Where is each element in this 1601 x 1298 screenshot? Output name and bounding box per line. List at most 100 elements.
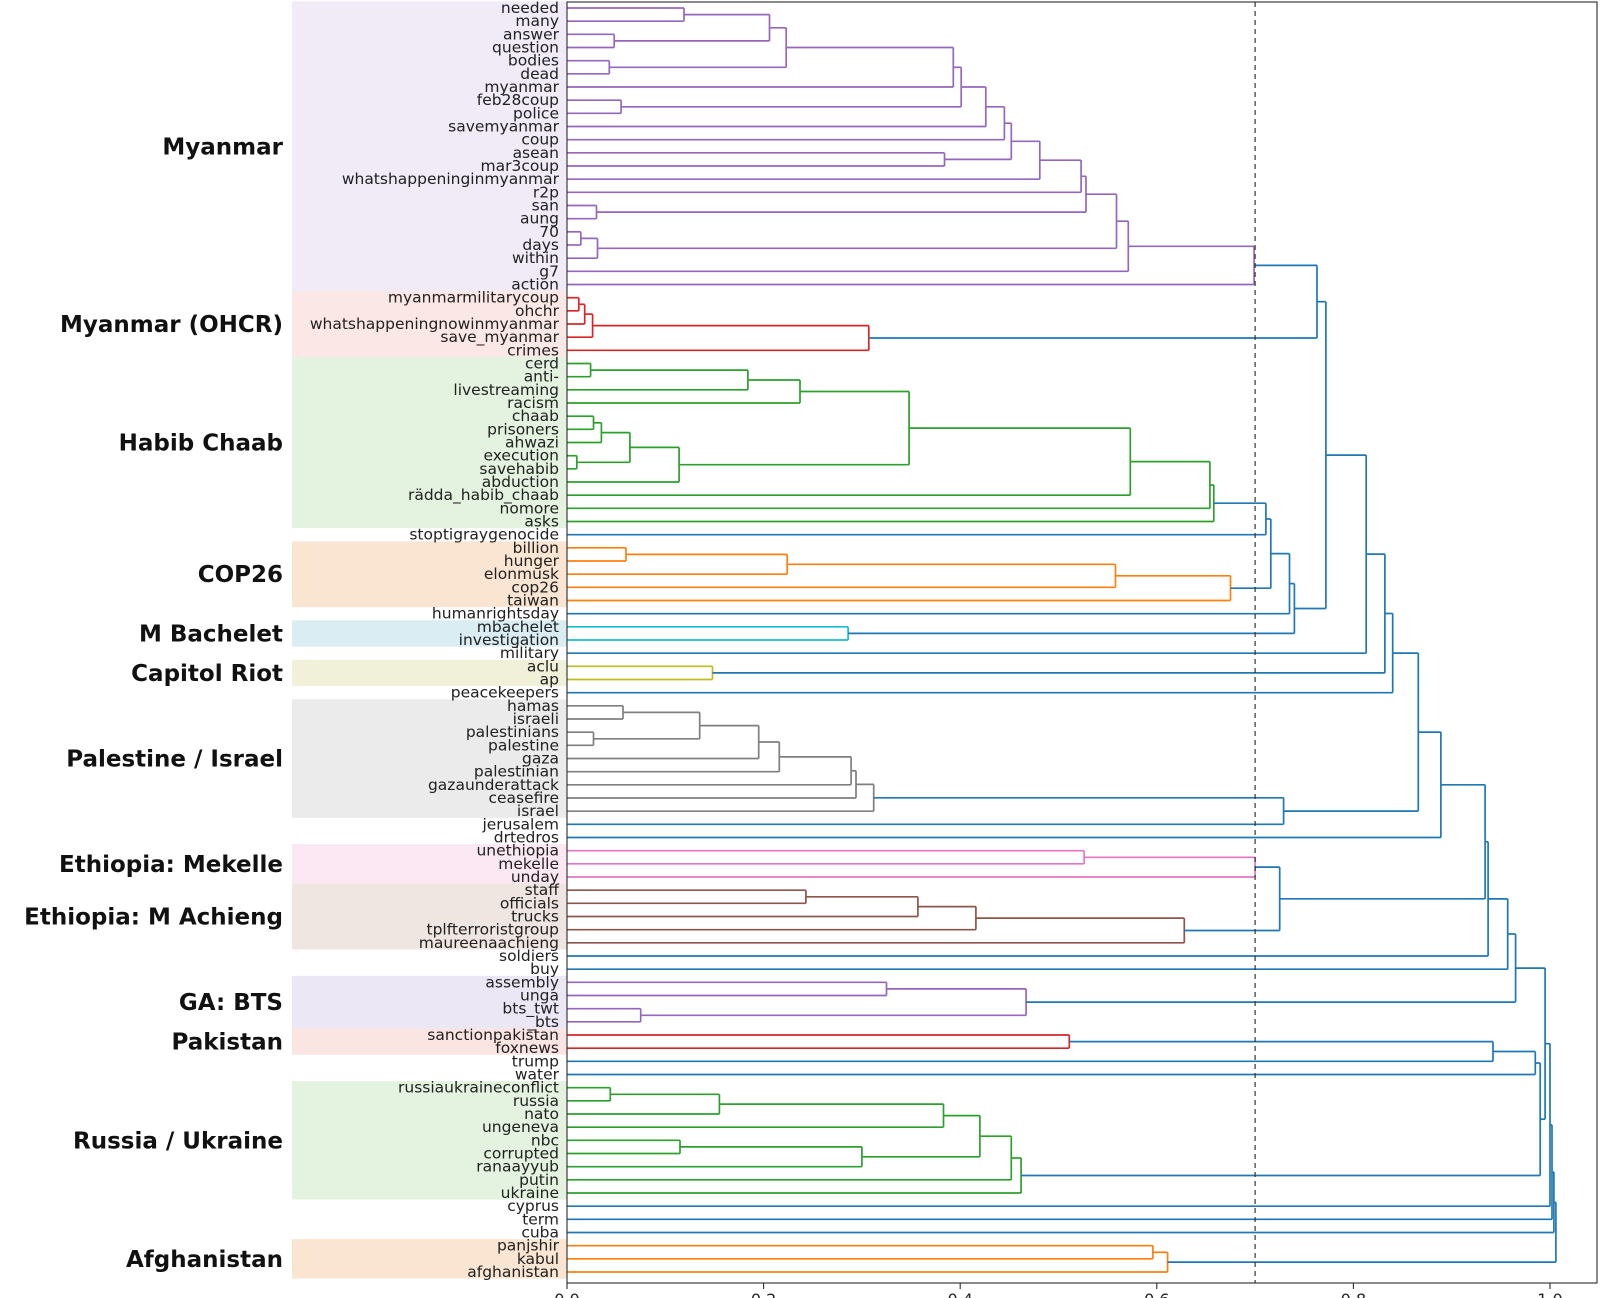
- leaf-label: cuba: [521, 1224, 559, 1242]
- leaf-label: officials: [500, 894, 559, 912]
- leaf-label: nbc: [531, 1131, 559, 1149]
- leaf-label: asks: [524, 513, 559, 531]
- leaf-label: russia: [513, 1092, 559, 1110]
- leaf-label: abduction: [482, 473, 559, 491]
- leaf-label: police: [513, 104, 559, 122]
- leaf-label: panjshir: [497, 1237, 560, 1255]
- leaf-label: ap: [540, 671, 559, 689]
- cluster-band: [292, 356, 567, 529]
- group-label: Myanmar: [162, 134, 283, 160]
- leaf-label: r2p: [533, 183, 559, 201]
- leaf-label: ungeneva: [482, 1118, 559, 1136]
- leaf-label: g7: [539, 262, 559, 280]
- leaf-label: stoptigraygenocide: [409, 526, 559, 544]
- leaf-label: kabul: [517, 1250, 559, 1268]
- leaf-label: unday: [511, 868, 559, 886]
- leaf-label: answer: [503, 25, 560, 43]
- leaf-label: nomore: [500, 499, 559, 517]
- leaf-label: hamas: [507, 697, 559, 715]
- group-label: Ethiopia: Mekelle: [59, 852, 283, 878]
- cluster-band: [292, 541, 567, 608]
- leaf-label: palestinian: [474, 763, 559, 781]
- leaf-label: foxnews: [495, 1039, 559, 1057]
- leaf-label: ahwazi: [505, 434, 559, 452]
- leaf-label: palestinians: [466, 723, 559, 741]
- cluster-band: [292, 844, 567, 884]
- leaf-label: unethiopia: [476, 842, 559, 860]
- leaf-label: trump: [512, 1052, 559, 1070]
- leaf-label: drtedros: [494, 829, 559, 847]
- axis-tick-label: 1.0: [1537, 1290, 1562, 1298]
- leaf-label: question: [492, 39, 559, 57]
- leaf-label: mekelle: [498, 855, 559, 873]
- leaf-label: nato: [524, 1105, 559, 1123]
- leaf-label: tplfterroristgroup: [427, 921, 559, 939]
- leaf-label: maureenaachieng: [419, 934, 559, 952]
- cluster-band: [292, 291, 567, 357]
- leaf-label: whatshappeningnowinmyanmar: [310, 315, 560, 333]
- group-label: Afghanistan: [126, 1247, 283, 1273]
- leaf-label: aung: [520, 210, 559, 228]
- cluster-band: [292, 883, 567, 950]
- leaf-label: term: [522, 1210, 559, 1228]
- leaf-label: peacekeepers: [451, 684, 559, 702]
- leaf-label: savemyanmar: [448, 118, 559, 136]
- leaf-label: crimes: [507, 341, 559, 359]
- leaf-label: coup: [521, 131, 559, 149]
- leaf-label: cop26: [511, 578, 559, 596]
- leaf-label: palestine: [488, 736, 559, 754]
- group-label: Russia / Ukraine: [73, 1128, 283, 1154]
- leaf-label: feb28coup: [477, 91, 559, 109]
- axis-tick-label: 0.4: [947, 1290, 972, 1298]
- leaf-label: whatshappeninginmyanmar: [342, 170, 560, 188]
- leaf-label: save_myanmar: [440, 328, 559, 347]
- leaf-label: water: [515, 1066, 560, 1084]
- cluster-band: [292, 699, 567, 818]
- leaf-label: within: [512, 249, 559, 267]
- group-label: GA: BTS: [179, 990, 283, 1016]
- leaf-label: rädda_habib_chaab: [408, 486, 559, 505]
- leaf-label: israeli: [513, 710, 559, 728]
- leaf-label: mbachelet: [477, 618, 559, 636]
- leaf-label: ceasefire: [489, 789, 560, 807]
- leaf-label: unga: [520, 987, 559, 1005]
- leaf-label: investigation: [459, 631, 559, 649]
- group-label: COP26: [198, 562, 283, 588]
- cluster-band: [292, 659, 567, 687]
- leaf-label: jerusalem: [481, 815, 559, 833]
- leaf-label: sanctionpakistan: [427, 1026, 559, 1044]
- leaf-label: savehabib: [479, 460, 559, 478]
- leaf-label: bts_twt: [502, 1000, 559, 1019]
- leaf-label: _bts: [526, 1013, 559, 1032]
- leaf-label: needed: [501, 0, 559, 17]
- leaf-label: gaza: [522, 750, 559, 768]
- cluster-band: [292, 1239, 567, 1279]
- leaf-label: chaab: [512, 407, 559, 425]
- leaf-labels-layer: neededmanyanswerquestionbodiesdeadmyanma…: [310, 0, 560, 1281]
- leaf-label: san: [532, 197, 559, 215]
- leaf-label: soldiers: [499, 947, 559, 965]
- leaf-label: ohchr: [515, 302, 560, 320]
- leaf-label: afghanistan: [467, 1263, 559, 1281]
- leaf-label: days: [522, 236, 559, 254]
- leaf-label: putin: [519, 1171, 559, 1189]
- leaf-label: mar3coup: [481, 157, 560, 175]
- leaf-label: anti-: [524, 368, 559, 386]
- group-label: Ethiopia: M Achieng: [24, 905, 283, 931]
- leaf-label: ranaayyub: [476, 1158, 559, 1176]
- dendrogram-links-layer: [567, 7, 1557, 1273]
- leaf-label: execution: [483, 447, 559, 465]
- leaf-label: prisoners: [487, 420, 559, 438]
- leaf-label: dead: [520, 65, 559, 83]
- cluster-band: [292, 1, 567, 292]
- leaf-label: racism: [507, 394, 559, 412]
- leaf-label: israel: [517, 802, 559, 820]
- group-label: Pakistan: [171, 1030, 283, 1056]
- leaf-label: staff: [525, 881, 560, 899]
- leaf-label: military: [500, 644, 559, 662]
- leaf-label: myanmar: [484, 78, 559, 96]
- group-label: Myanmar (OHCR): [60, 312, 283, 338]
